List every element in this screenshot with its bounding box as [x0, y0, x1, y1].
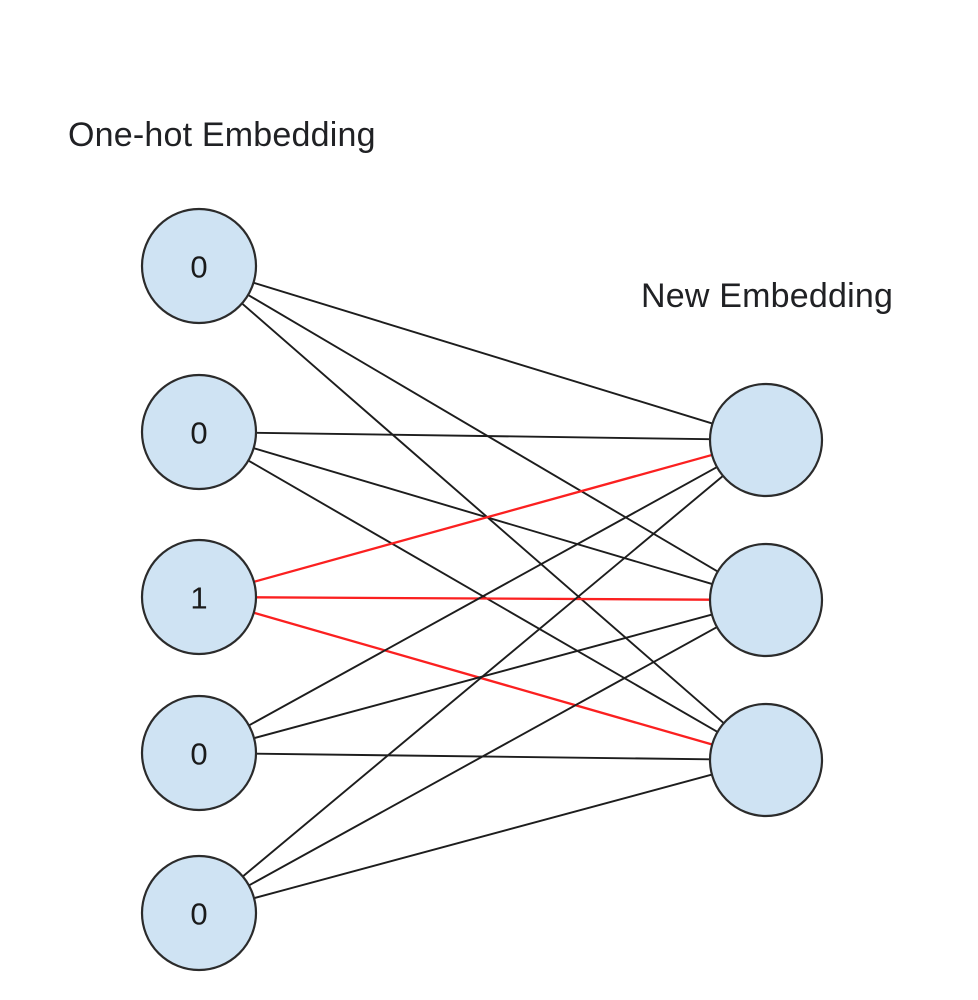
- edge: [248, 466, 718, 727]
- one-hot-node-value: 0: [190, 250, 207, 285]
- one-hot-node-circle[interactable]: [140, 373, 258, 491]
- one-hot-node[interactable]: 0: [140, 694, 258, 812]
- new-embedding-node[interactable]: [708, 702, 824, 818]
- edge: [255, 431, 711, 441]
- new-embedding-node-circle[interactable]: [708, 382, 824, 498]
- edge: [248, 626, 718, 887]
- new-embedding-node[interactable]: [708, 382, 824, 498]
- edge: [241, 302, 725, 724]
- new-embedding-label: New Embedding: [641, 277, 893, 315]
- one-hot-node[interactable]: 0: [140, 207, 258, 325]
- one-hot-node-circle[interactable]: [140, 538, 258, 656]
- edge-highlighted: [253, 611, 713, 746]
- one-hot-node-circle[interactable]: [140, 854, 258, 972]
- edge: [242, 475, 724, 878]
- new-embedding-node-circle[interactable]: [708, 702, 824, 818]
- nodes-group: 0 0 1 0 0: [140, 207, 824, 972]
- edge: [253, 773, 713, 900]
- one-hot-embedding-label: One-hot Embedding: [68, 116, 376, 154]
- one-hot-node-value: 0: [190, 737, 207, 772]
- edge: [253, 281, 713, 425]
- edge-highlighted: [253, 453, 713, 583]
- new-embedding-node-circle[interactable]: [708, 542, 824, 658]
- one-hot-node-value: 1: [190, 581, 207, 616]
- new-embedding-node[interactable]: [708, 542, 824, 658]
- edge: [247, 294, 719, 573]
- edge: [253, 447, 713, 586]
- one-hot-node-value: 0: [190, 897, 207, 932]
- one-hot-node-value: 0: [190, 416, 207, 451]
- one-hot-node-circle[interactable]: [140, 207, 258, 325]
- one-hot-node[interactable]: 1: [140, 538, 258, 656]
- edge-highlighted: [255, 596, 711, 601]
- one-hot-node[interactable]: 0: [140, 854, 258, 972]
- edges-group: [241, 281, 725, 900]
- one-hot-node-circle[interactable]: [140, 694, 258, 812]
- one-hot-node[interactable]: 0: [140, 373, 258, 491]
